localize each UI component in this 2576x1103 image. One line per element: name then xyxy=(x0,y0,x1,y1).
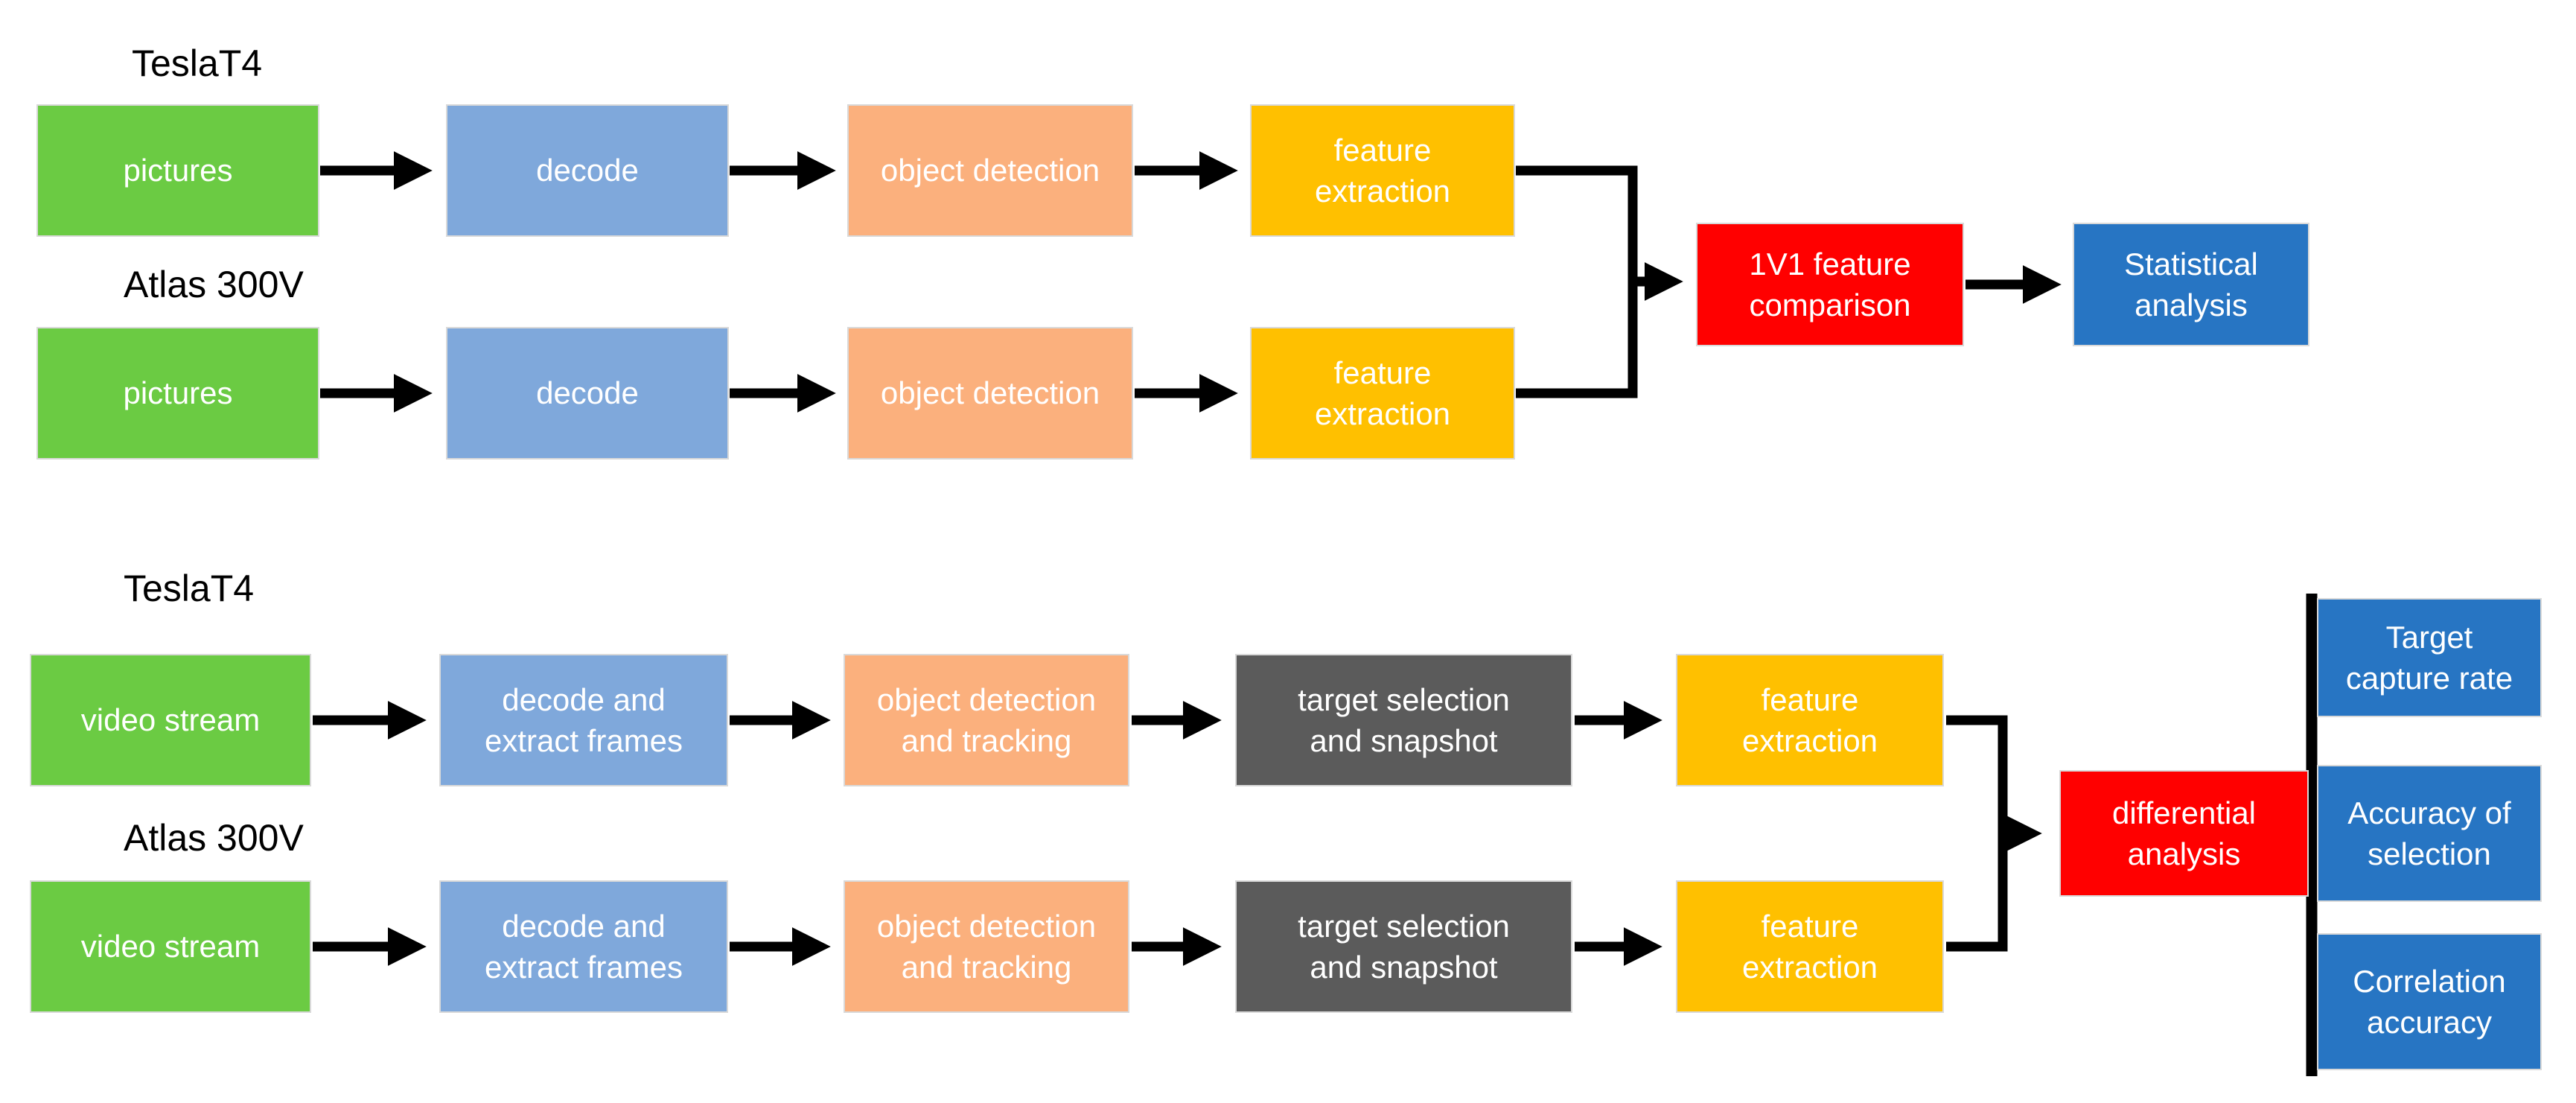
node-feature-extraction-tesla: feature extraction xyxy=(1250,104,1515,237)
node-feature-extraction-atlas: feature extraction xyxy=(1250,327,1515,460)
hw-label-atlas300v-pictures: Atlas 300V xyxy=(124,264,304,305)
node-metric-correlation-accuracy: Correlation accuracy xyxy=(2317,933,2542,1070)
node-metric-target-capture-rate: Target capture rate xyxy=(2317,598,2542,717)
node-decode-atlas: decode xyxy=(446,327,729,460)
node-pictures-atlas: pictures xyxy=(36,327,319,460)
node-decode-tesla: decode xyxy=(446,104,729,237)
hw-label-atlas300v-video: Atlas 300V xyxy=(124,817,304,859)
merge-bracket xyxy=(1946,715,2008,952)
hw-label-teslat4-video: TeslaT4 xyxy=(124,568,255,609)
node-decode-extract-frames-atlas: decode and extract frames xyxy=(439,880,728,1013)
node-metric-accuracy-of-selection: Accuracy of selection xyxy=(2317,765,2542,902)
node-target-selection-snapshot-tesla: target selection and snapshot xyxy=(1235,654,1572,786)
node-statistical-analysis: Statistical analysis xyxy=(2073,223,2309,346)
node-object-detection-atlas: object detection xyxy=(847,327,1133,460)
node-object-detection-tesla: object detection xyxy=(847,104,1133,237)
node-video-stream-atlas: video stream xyxy=(30,880,311,1013)
merge-bracket xyxy=(1516,165,1638,398)
node-detection-tracking-tesla: object detection and tracking xyxy=(844,654,1129,786)
node-pictures-tesla: pictures xyxy=(36,104,319,237)
node-feature-extraction-video-atlas: feature extraction xyxy=(1676,880,1944,1013)
node-1v1-feature-comparison: 1V1 feature comparison xyxy=(1696,223,1964,346)
node-target-selection-snapshot-atlas: target selection and snapshot xyxy=(1235,880,1572,1013)
node-video-stream-tesla: video stream xyxy=(30,654,311,786)
node-differential-analysis: differential analysis xyxy=(2059,770,2309,897)
node-decode-extract-frames-tesla: decode and extract frames xyxy=(439,654,728,786)
node-detection-tracking-atlas: object detection and tracking xyxy=(844,880,1129,1013)
node-feature-extraction-video-tesla: feature extraction xyxy=(1676,654,1944,786)
hw-label-teslat4-pictures: TeslaT4 xyxy=(132,42,263,84)
